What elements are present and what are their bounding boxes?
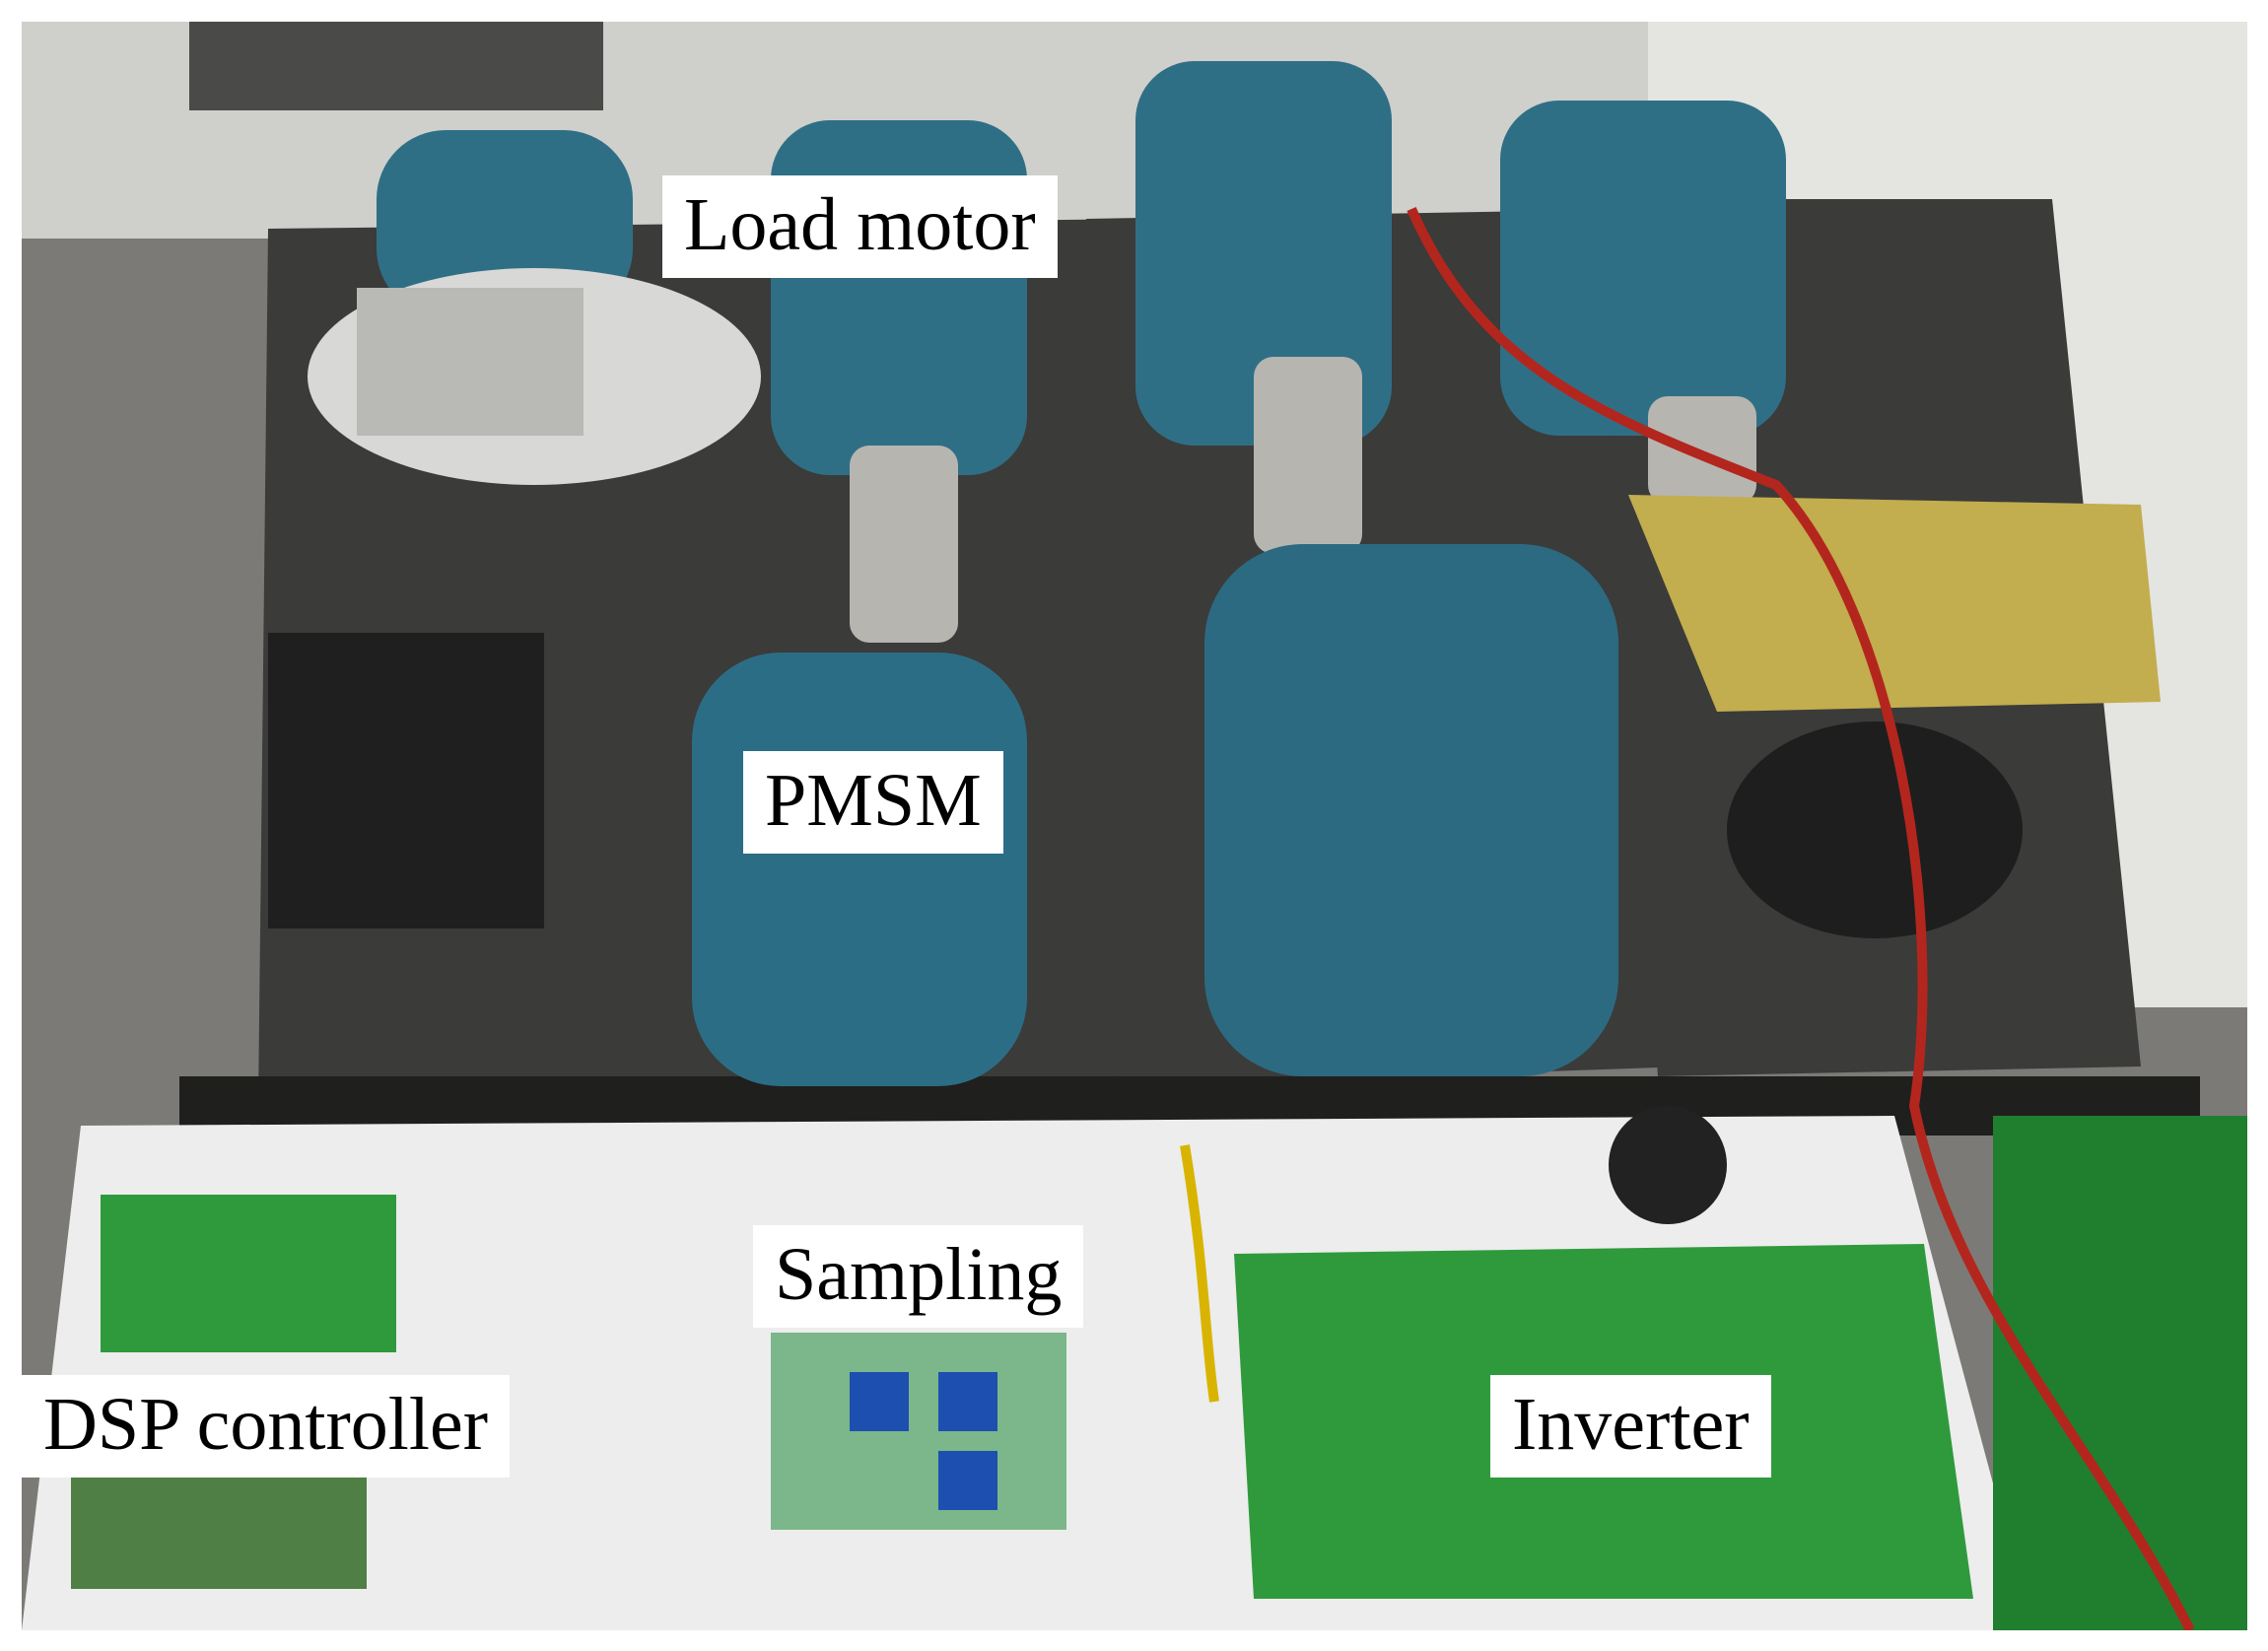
black-motor xyxy=(1727,722,2023,938)
sampling-board xyxy=(771,1333,1066,1530)
label-sampling: Sampling xyxy=(753,1225,1084,1328)
test-bench-photo xyxy=(22,22,2247,1630)
meter-box xyxy=(357,288,584,436)
red-cable xyxy=(1407,206,2195,1630)
driver-board xyxy=(1628,495,2161,712)
dsp-board xyxy=(101,1195,396,1352)
sampling-sensors xyxy=(850,1372,997,1510)
label-inverter: Inverter xyxy=(1490,1375,1771,1478)
label-pmsm: PMSM xyxy=(743,751,1003,854)
pmsm-motor xyxy=(692,653,1027,1086)
fan xyxy=(1609,1106,1727,1224)
yellow-wires xyxy=(1180,1144,1219,1403)
radiator xyxy=(189,22,603,110)
label-load-motor: Load motor xyxy=(662,175,1058,278)
left-box xyxy=(268,633,544,929)
couplings xyxy=(850,357,1756,643)
label-dsp-controller: DSP controller xyxy=(22,1375,511,1478)
middle-motor xyxy=(1204,544,1618,1076)
dsp-lower-board xyxy=(71,1471,367,1589)
